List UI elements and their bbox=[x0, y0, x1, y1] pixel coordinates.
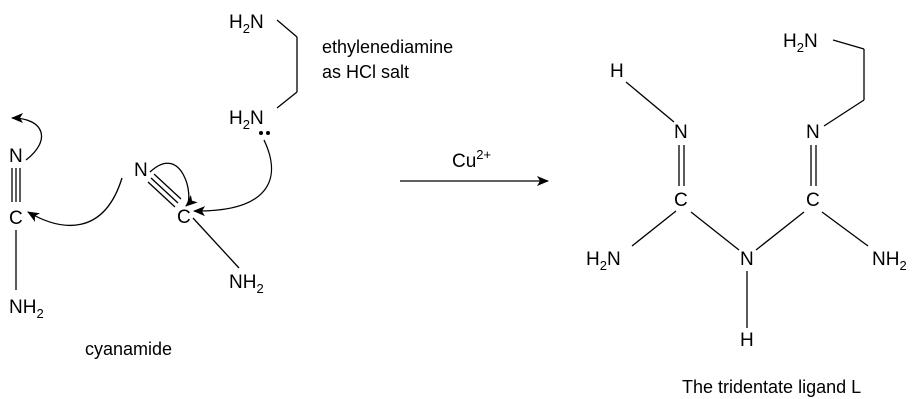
ethylenediamine-bond-3 bbox=[276, 91, 298, 109]
cyanamide-label: cyanamide bbox=[85, 339, 172, 359]
right-imine-n: N bbox=[806, 122, 820, 143]
cyanamide-right-nitrile-n: N bbox=[134, 160, 148, 181]
cyanamide-right-triple-bond bbox=[147, 181, 176, 208]
ethylenediamine-bottom-amine: H2N bbox=[229, 108, 264, 132]
lone-pair-dot bbox=[266, 131, 270, 135]
cyanamide-molecule-right: N C NH2 bbox=[134, 160, 264, 296]
central-n-hydrogen: H bbox=[740, 330, 754, 351]
imine-hydrogen: H bbox=[610, 61, 624, 82]
curly-arrow-nitrile-n-attack bbox=[149, 162, 198, 207]
ethylene-bond-1 bbox=[823, 99, 865, 127]
left-carbon: C bbox=[674, 190, 688, 211]
left-imine-n: N bbox=[674, 122, 688, 143]
product-ligand: H N C H2N N H C NH2 N H2N bbox=[586, 31, 907, 351]
cyanamide-left-amine: NH2 bbox=[9, 297, 44, 321]
ethylenediamine-bond-1 bbox=[276, 19, 298, 38]
lone-pair-dot bbox=[259, 131, 263, 135]
ethylene-terminal-amine: H2N bbox=[783, 31, 818, 55]
curly-arrow-lone-pair-attack bbox=[193, 139, 273, 217]
reagent-label: Cu2+ bbox=[452, 147, 491, 172]
cyanamide-right-carbon: C bbox=[177, 207, 191, 228]
left-terminal-amine: H2N bbox=[586, 249, 621, 273]
right-carbon: C bbox=[806, 190, 820, 211]
central-n: N bbox=[740, 249, 754, 270]
curly-arrow-to-left-carbon bbox=[27, 177, 123, 226]
cyanamide-right-triple-bond bbox=[153, 173, 182, 200]
left-c-central-n-bond bbox=[690, 211, 740, 251]
curly-arrow-left-nitrile bbox=[11, 113, 43, 161]
cyanamide-left-nitrile-n: N bbox=[9, 146, 23, 167]
cyanamide-molecule-left: N C NH2 bbox=[9, 146, 44, 321]
cyanamide-right-amine: NH2 bbox=[229, 272, 264, 296]
right-terminal-amine: NH2 bbox=[872, 249, 907, 273]
ethylenediamine-label-line1: ethylenediamine bbox=[322, 37, 453, 57]
ethylenediamine-top-amine: H2N bbox=[229, 12, 264, 36]
left-c-nh2-bond bbox=[631, 210, 677, 247]
product-label: The tridentate ligand L bbox=[682, 377, 861, 397]
ethylenediamine-molecule: H2N H2N bbox=[229, 12, 298, 135]
h-n-bond bbox=[625, 81, 675, 123]
right-c-nh2-bond bbox=[821, 211, 869, 247]
cyanamide-right-triple-bond bbox=[150, 177, 179, 204]
cyanamide-left-carbon: C bbox=[9, 208, 23, 229]
ethylenediamine-label-line2: as HCl salt bbox=[322, 62, 409, 82]
ethylene-bond-3 bbox=[832, 39, 865, 50]
cyanamide-right-c-n-bond bbox=[192, 217, 240, 269]
central-n-right-c-bond bbox=[755, 211, 805, 251]
